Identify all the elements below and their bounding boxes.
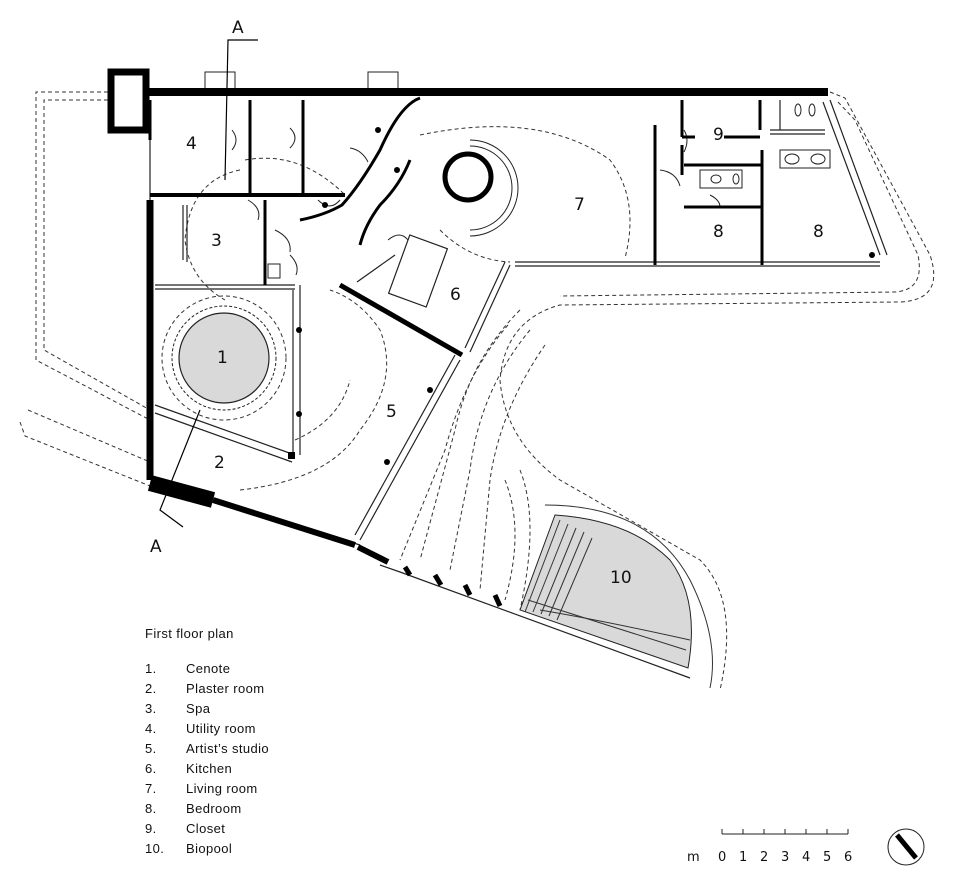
walls	[107, 68, 828, 565]
section-label-top: A	[232, 18, 244, 38]
scale-tick-label: 5	[823, 850, 831, 865]
scale-tick-label: 4	[802, 850, 810, 865]
legend-item-name: Bedroom	[186, 801, 242, 816]
room-number-bedroom-2: 8	[813, 222, 824, 242]
bathroom-fixtures	[204, 71, 831, 279]
legend-item-number: 4.	[145, 721, 157, 736]
room-number-utility-room: 4	[186, 134, 197, 154]
legend-item-name: Utility room	[186, 721, 256, 736]
legend-item: 10. Biopool	[145, 839, 269, 859]
cenote-ring	[171, 305, 277, 411]
legend-item: 7. Living room	[145, 779, 269, 799]
legend-item-number: 9.	[145, 821, 157, 836]
cenote-pool	[178, 312, 270, 404]
columns	[288, 127, 875, 465]
legend-title: First floor plan	[145, 626, 234, 641]
scale-tick-label: 2	[760, 850, 768, 865]
legend-list: 1. Cenote 2. Plaster room 3. Spa 4. Utility roo…	[145, 659, 269, 859]
section-cut	[159, 39, 258, 528]
room-number-biopool: 10	[610, 568, 632, 588]
legend-item-number: 1.	[145, 661, 157, 676]
legend-item-number: 6.	[145, 761, 157, 776]
room-number-plaster-room: 2	[214, 453, 225, 473]
room-number-spa: 3	[211, 231, 222, 251]
legend-item-name: Spa	[186, 701, 211, 716]
legend-item: 9. Closet	[145, 819, 269, 839]
scale-tick-label: 3	[781, 850, 789, 865]
site-outline	[19, 91, 935, 691]
scale-bar: m 0 1 2 3 4 5 6	[687, 829, 852, 865]
legend-item-number: 2.	[145, 681, 157, 696]
scale-tick-label: 6	[844, 850, 852, 865]
legend-item-name: Closet	[186, 821, 226, 836]
scale-tick-label: 1	[739, 850, 747, 865]
scale-unit: m	[687, 850, 700, 865]
door-swings	[231, 127, 721, 276]
legend-item-name: Living room	[186, 781, 258, 796]
entry-pylons	[402, 565, 503, 608]
legend-item: 5. Artist’s studio	[145, 739, 269, 759]
room-number-living-room: 7	[574, 195, 585, 215]
room-number-bedroom-1: 8	[713, 222, 724, 242]
legend-item: 4. Utility room	[145, 719, 269, 739]
north-arrow-icon	[887, 828, 925, 866]
legend-item-number: 10.	[145, 841, 165, 856]
spiral-stair	[442, 139, 519, 237]
legend-item: 1. Cenote	[145, 659, 269, 679]
legend-item: 6. Kitchen	[145, 759, 269, 779]
room-number-kitchen: 6	[450, 285, 461, 305]
legend-item-name: Plaster room	[186, 681, 265, 696]
room-number-closet: 9	[713, 125, 724, 145]
legend-item: 2. Plaster room	[145, 679, 269, 699]
legend-item: 8. Bedroom	[145, 799, 269, 819]
scale-tick-label: 0	[718, 850, 726, 865]
room-numbers: 1 2 3 4 5 6 7 8 8 9 10	[186, 125, 824, 588]
legend-item-number: 3.	[145, 701, 157, 716]
section-label-bottom: A	[150, 537, 162, 557]
legend-item-number: 5.	[145, 741, 157, 756]
legend-item-number: 7.	[145, 781, 157, 796]
legend-item-name: Artist’s studio	[186, 741, 270, 756]
room-number-cenote: 1	[217, 348, 228, 368]
biopool	[519, 504, 713, 689]
legend-item-name: Kitchen	[186, 761, 233, 776]
legend-item: 3. Spa	[145, 699, 269, 719]
legend-item-number: 8.	[145, 801, 157, 816]
room-number-artists-studio: 5	[386, 402, 397, 422]
legend: First floor plan 1. Cenote 2. Plaster room 3…	[145, 626, 269, 859]
legend-item-name: Cenote	[186, 661, 231, 676]
legend-item-name: Biopool	[186, 841, 233, 856]
